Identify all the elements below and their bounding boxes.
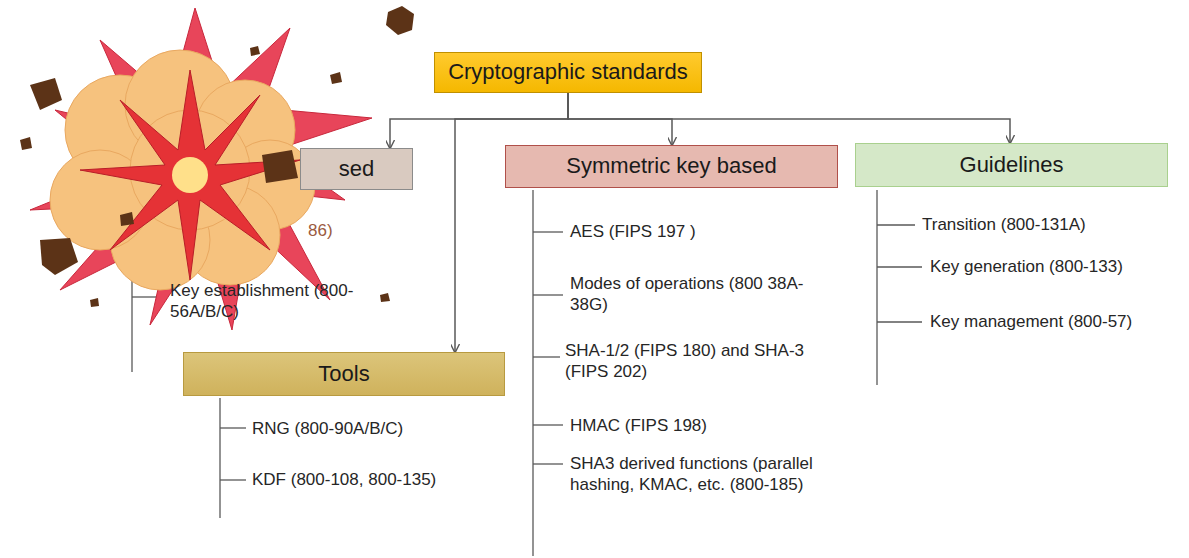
box-title: sed: [339, 156, 374, 182]
branch-stem: [219, 398, 220, 518]
debris-piece: [30, 78, 62, 110]
branch-tick: [533, 424, 563, 425]
branch-connector: [455, 93, 568, 352]
debris-piece: [90, 298, 99, 307]
branch-tick: [533, 463, 563, 464]
debris-piece: [120, 212, 134, 226]
standard-item: SHA3 derived functions (parallel hashing…: [570, 453, 880, 496]
debris-piece: [262, 150, 298, 183]
root-box: Cryptographic standards: [434, 52, 702, 93]
explosion-cloud: [50, 50, 315, 290]
explosion-core: [80, 70, 300, 280]
standard-item: AES (FIPS 197 ): [570, 221, 696, 242]
debris-piece: [20, 137, 32, 150]
category-box: Guidelines: [855, 143, 1168, 187]
branch-tick: [533, 356, 560, 357]
debris-piece: [330, 72, 342, 84]
standard-item: Transition (800-131A): [922, 214, 1086, 235]
box-title: Guidelines: [960, 152, 1064, 178]
debris: [20, 6, 414, 307]
branch-tick: [533, 231, 563, 232]
box-title: Cryptographic standards: [448, 59, 688, 85]
category-box: Tools: [183, 352, 505, 396]
category-box: Symmetric key based: [505, 145, 838, 188]
branch-tick: [877, 224, 915, 225]
branch-tick: [220, 427, 246, 428]
standard-item: Key establishment (800-56A/B/C): [170, 280, 395, 323]
branch-connector: [568, 93, 1010, 143]
standard-item: 86): [308, 220, 333, 241]
branch-tick: [220, 479, 246, 480]
standard-item: KDF (800-108, 800-135): [252, 469, 436, 490]
category-box: sed: [300, 148, 413, 190]
debris-piece: [386, 6, 414, 35]
branch-tick: [533, 294, 563, 295]
standard-item: HMAC (FIPS 198): [570, 415, 707, 436]
debris-piece: [380, 293, 390, 302]
branch-stem: [532, 190, 533, 556]
standard-item: SHA-1/2 (FIPS 180) and SHA-3 (FIPS 202): [565, 340, 837, 383]
debris-piece: [40, 238, 78, 275]
branch-stem: [876, 190, 877, 385]
branch-tick: [877, 266, 922, 267]
standard-item: Key management (800-57): [930, 311, 1132, 332]
standard-item: RNG (800-90A/B/C): [252, 418, 403, 439]
standard-item: Modes of operations (800 38A-38G): [570, 273, 825, 316]
standard-item: Key generation (800-133): [930, 256, 1123, 277]
box-title: Tools: [318, 361, 369, 387]
branch-connector: [390, 93, 568, 148]
explosion-center: [172, 157, 208, 193]
debris-piece: [250, 46, 260, 56]
branch-tick: [877, 321, 922, 322]
box-title: Symmetric key based: [566, 153, 776, 179]
